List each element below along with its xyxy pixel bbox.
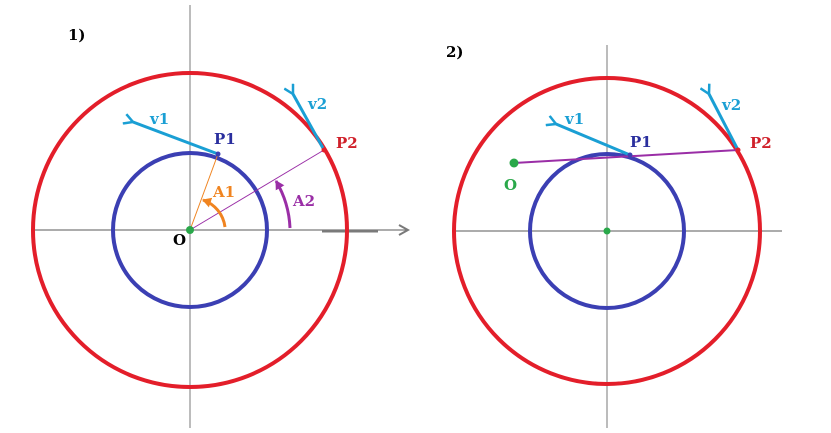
panel1-a2-label: A2 bbox=[292, 192, 315, 210]
panel-1: 1) O P1 P2 v1 v2 A1 A2 bbox=[31, 5, 408, 428]
panel1-radius-to-p2 bbox=[189, 149, 325, 231]
panel2-center-point bbox=[603, 227, 611, 235]
panel1-v2-label: v2 bbox=[307, 95, 327, 113]
panel2-v1-label: v1 bbox=[564, 110, 584, 128]
panel1-velocity-v2 bbox=[293, 94, 326, 151]
panel2-velocity-v2 bbox=[709, 94, 740, 151]
panel2-inner-circle bbox=[528, 152, 686, 310]
panel1-p2-point bbox=[321, 147, 327, 153]
panel1-velocity-v1 bbox=[133, 122, 219, 156]
panel2-p1-label: P1 bbox=[630, 133, 652, 151]
panel1-origin-label: O bbox=[173, 231, 186, 249]
panel1-v1-label: v1 bbox=[149, 110, 169, 128]
panel1-angle-a1-arc bbox=[202, 197, 227, 228]
panel2-p2-point bbox=[735, 147, 741, 153]
panel1-p2-label: P2 bbox=[336, 134, 358, 152]
panel1-outer-circle bbox=[31, 71, 349, 389]
panel2-origin-label: O bbox=[504, 176, 517, 194]
panel2-origin-point bbox=[509, 158, 519, 168]
panel1-p1-label: P1 bbox=[214, 130, 236, 148]
panel1-angle-a2-arc bbox=[274, 180, 292, 229]
panel-2: 2) O P1 P2 v1 v2 bbox=[446, 43, 782, 428]
panel2-p1-point bbox=[627, 152, 633, 158]
panel1-origin-point bbox=[186, 226, 194, 234]
panel2-outer-circle bbox=[452, 76, 762, 386]
panel2-p2-label: P2 bbox=[750, 134, 772, 152]
panel2-velocity-v1 bbox=[556, 124, 631, 157]
panel1-a1-label: A1 bbox=[212, 183, 235, 201]
panel1-p1-point bbox=[215, 151, 221, 157]
panel2-label: 2) bbox=[446, 43, 464, 61]
panel1-inner-circle bbox=[111, 151, 269, 309]
panel1-radius-to-p1 bbox=[189, 153, 219, 231]
panel2-line-o-to-p2 bbox=[513, 149, 739, 164]
panel1-label: 1) bbox=[68, 26, 86, 44]
panel2-v2-label: v2 bbox=[721, 96, 741, 114]
